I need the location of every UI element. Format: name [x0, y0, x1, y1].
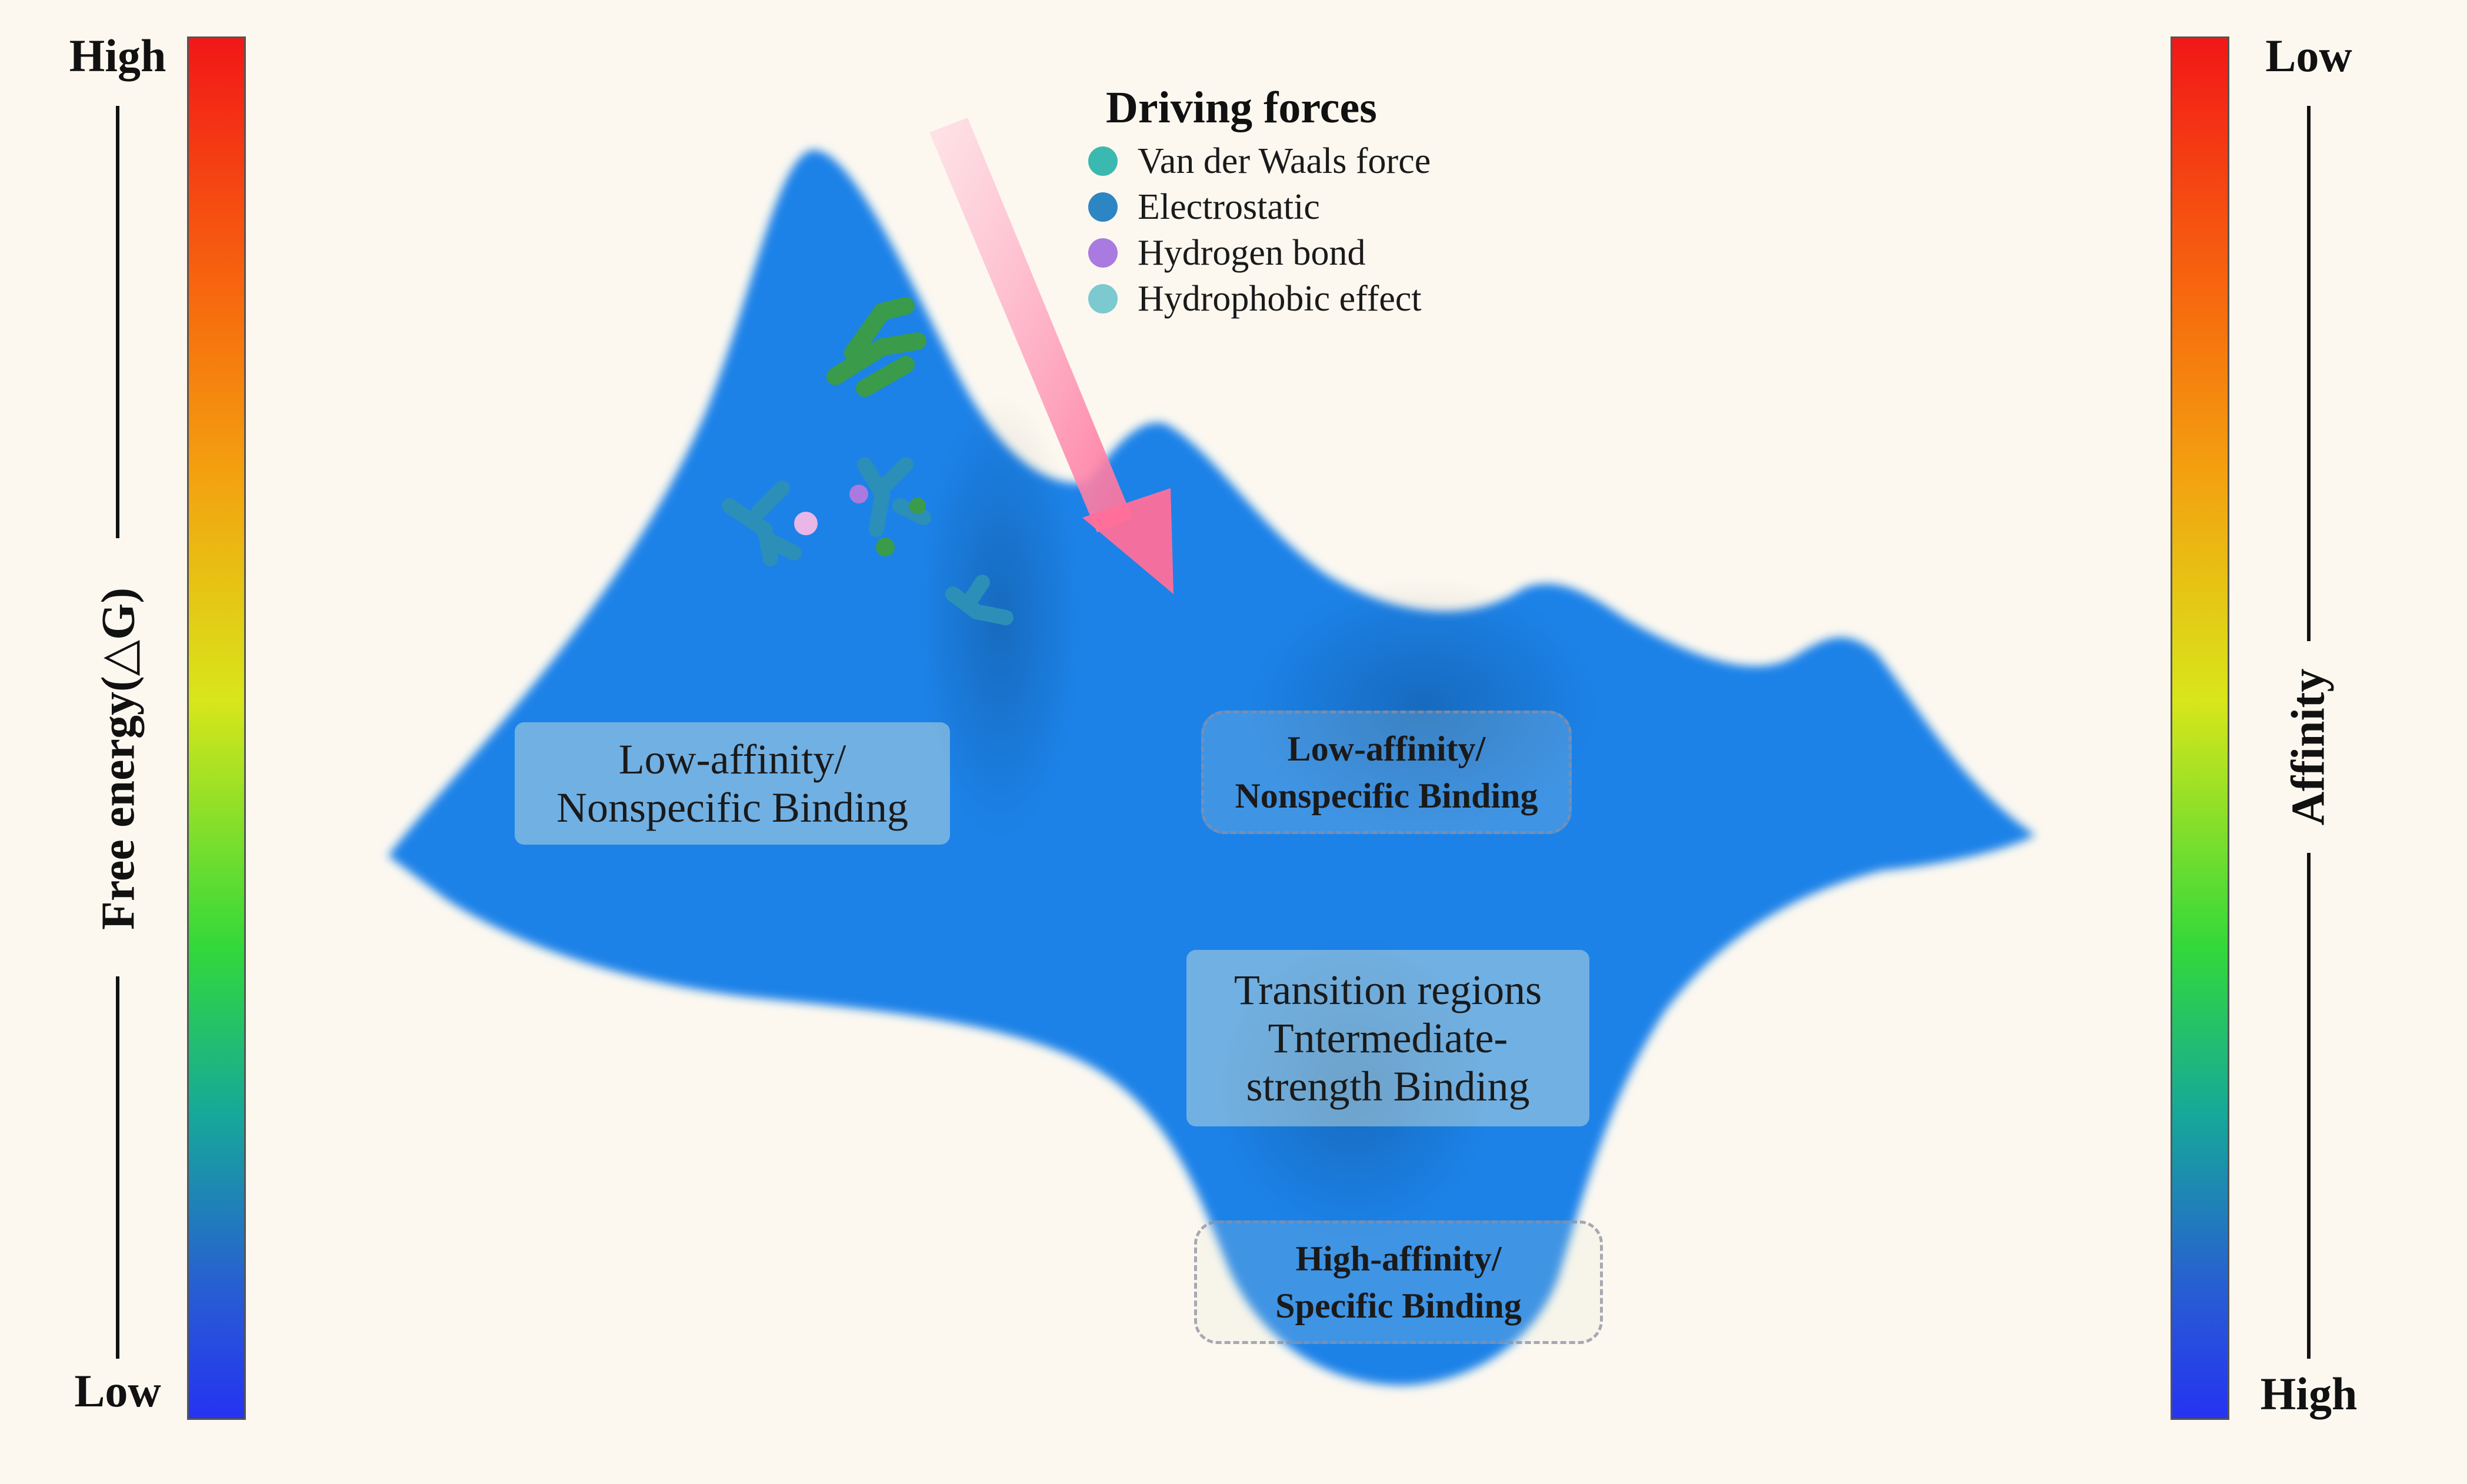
- legend-item-van-der-waals: Van der Waals force: [1088, 138, 1431, 184]
- left-axis-line-bottom: [116, 976, 119, 1359]
- electrostatic-dot-icon: [1088, 192, 1118, 222]
- region-label-line: Specific Binding: [1275, 1286, 1522, 1325]
- center-low-affinity-region: Low-affinity/ Nonspecific Binding: [1201, 711, 1572, 834]
- right-scale-bottom-label: High: [2260, 1368, 2358, 1419]
- region-label-line: High-affinity/: [1295, 1239, 1502, 1278]
- left-axis-line-top: [116, 106, 119, 538]
- region-label-line: strength Binding: [1246, 1063, 1530, 1110]
- legend-item-electrostatic: Electrostatic: [1088, 184, 1431, 230]
- right-scale-top-label: Low: [2265, 30, 2352, 81]
- left-low-affinity-region: Low-affinity/ Nonspecific Binding: [515, 722, 950, 845]
- hydrophobic-dot-icon: [1088, 284, 1118, 314]
- region-label-line: Nonspecific Binding: [1235, 776, 1538, 815]
- affinity-colorbar: [2171, 36, 2229, 1420]
- landscape-surface: [388, 149, 2035, 1386]
- transition-region: Transition regions Tntermediate- strengt…: [1186, 950, 1589, 1126]
- region-label: Low-affinity/ Nonspecific Binding: [556, 736, 908, 831]
- legend-item-hydrogen-bond: Hydrogen bond: [1088, 230, 1431, 276]
- hydrogen-bond-dot-icon: [1088, 238, 1118, 268]
- free-energy-colorbar: [187, 36, 246, 1420]
- affinity-axis-label: Affinity: [2282, 668, 2335, 826]
- right-axis-line-bottom: [2307, 853, 2311, 1359]
- legend-title: Driving forces: [1106, 83, 1377, 132]
- van-der-waals-dot-icon: [1088, 146, 1118, 176]
- left-scale-bottom-label: Low: [74, 1365, 161, 1416]
- free-energy-axis-label: Free energy(△G): [92, 588, 145, 930]
- arrow-indicator: [929, 118, 1174, 594]
- legend-label: Electrostatic: [1138, 186, 1320, 227]
- high-affinity-region: High-affinity/ Specific Binding: [1194, 1220, 1603, 1344]
- antibody-molecules: [722, 297, 1014, 625]
- legend-label: Van der Waals force: [1138, 141, 1431, 181]
- region-label-line: Low-affinity/: [1287, 729, 1486, 768]
- legend-item-hydrophobic: Hydrophobic effect: [1088, 276, 1431, 322]
- legend-label: Hydrogen bond: [1138, 232, 1366, 273]
- left-scale-top-label: High: [69, 30, 166, 81]
- region-label-line: Transition regions: [1234, 966, 1542, 1013]
- right-axis-line-top: [2307, 106, 2311, 641]
- driving-forces-legend: Driving forces Van der Waals force Elect…: [1088, 82, 1431, 322]
- region-label-line: Tntermediate-: [1268, 1015, 1508, 1062]
- legend-label: Hydrophobic effect: [1138, 278, 1422, 319]
